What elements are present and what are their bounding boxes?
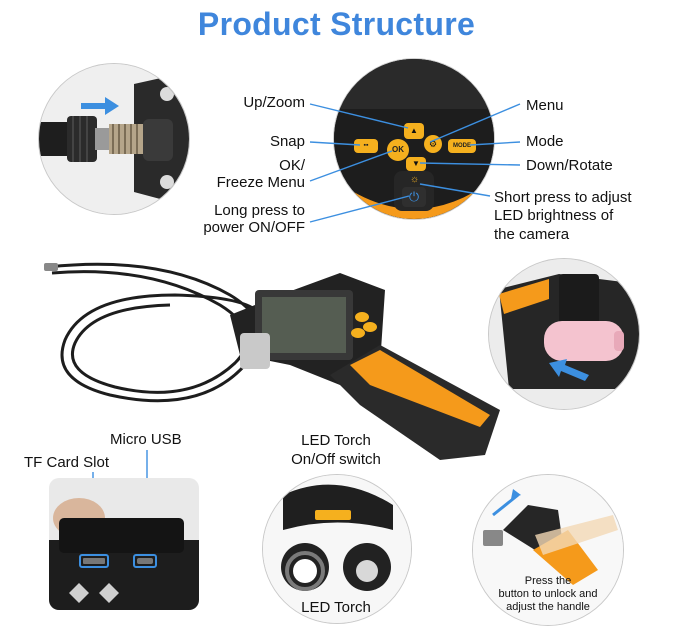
power-button[interactable]: ⏻ [402, 187, 426, 207]
label-tf-card-slot: TF Card Slot [24, 454, 110, 471]
label-long-press-line2: power ON/OFF [203, 219, 305, 236]
led-torch-circle [262, 474, 412, 624]
led-torch-illustration [263, 475, 411, 623]
label-led-torch-switch-line1: LED Torch [301, 432, 371, 449]
label-led-torch: LED Torch [301, 599, 371, 616]
label-mode: Mode [526, 133, 564, 150]
label-press-line2: button to unlock and [498, 588, 598, 600]
power-icon: ⏻ [408, 189, 420, 204]
down-rotate-button[interactable]: ▼ [406, 157, 426, 171]
snap-button[interactable]: ▪▪ [354, 139, 378, 153]
label-short-press-line1: Short press to adjust [494, 189, 632, 206]
led-sun-icon: ☼ [410, 174, 420, 185]
label-snap: Snap [269, 133, 305, 150]
ok-button[interactable]: OK [387, 139, 409, 161]
label-short-press-line2: LED brightness of [494, 207, 614, 224]
battery-circle [488, 258, 640, 410]
label-press-line1: Press the [524, 575, 572, 587]
ports-illustration [49, 478, 199, 610]
endoscope-illustration [44, 262, 500, 460]
label-long-press-line1: Long press to [214, 202, 305, 219]
handle-adjust-circle: Press the button to unlock and adjust th… [472, 474, 624, 626]
up-zoom-button[interactable]: ▲ [404, 123, 424, 139]
label-micro-usb: Micro USB [110, 431, 182, 448]
mode-button[interactable]: MODE [448, 139, 476, 153]
label-short-press-line3: the camera [494, 226, 570, 243]
handle-adjust-illustration [473, 475, 623, 625]
connector-illustration [39, 64, 189, 214]
label-led-torch-switch-line2: On/Off switch [291, 451, 381, 468]
label-ok-line1: OK/ [279, 157, 305, 174]
blue-arrow-icon [81, 97, 119, 115]
label-ok-line2: Freeze Menu [216, 174, 305, 191]
battery-illustration [489, 259, 639, 409]
label-press-line3: adjust the handle [506, 601, 590, 613]
blue-arrow-icon [549, 359, 589, 381]
page-title: Product Structure [197, 6, 476, 42]
label-down-rotate: Down/Rotate [526, 157, 613, 174]
connector-circle [38, 63, 190, 215]
ports-panel [49, 478, 199, 610]
label-up-zoom: Up/Zoom [243, 94, 305, 111]
label-menu: Menu [526, 97, 564, 114]
